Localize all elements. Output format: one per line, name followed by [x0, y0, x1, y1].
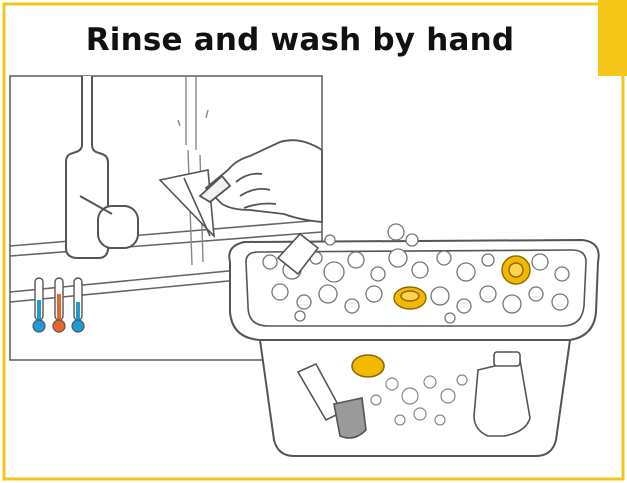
yellow-teat-icon [501, 255, 531, 285]
thermometers [32, 277, 85, 333]
page-title: Rinse and wash by hand [85, 22, 515, 58]
soap-bubbles [262, 223, 570, 324]
yellow-corner-tab [598, 0, 627, 76]
yellow-cap-icon [393, 286, 427, 310]
hand-with-brush-icon [198, 139, 323, 223]
thermometer-warm-icon [52, 277, 66, 333]
bottle-icon [276, 232, 320, 276]
submerged-bubbles [370, 374, 468, 426]
funnel-icon [158, 169, 216, 239]
thermometer-cold-icon [32, 277, 46, 333]
thermometer-cold-icon [71, 277, 85, 333]
faucet-icon [65, 76, 139, 259]
submerged-items [296, 351, 531, 439]
